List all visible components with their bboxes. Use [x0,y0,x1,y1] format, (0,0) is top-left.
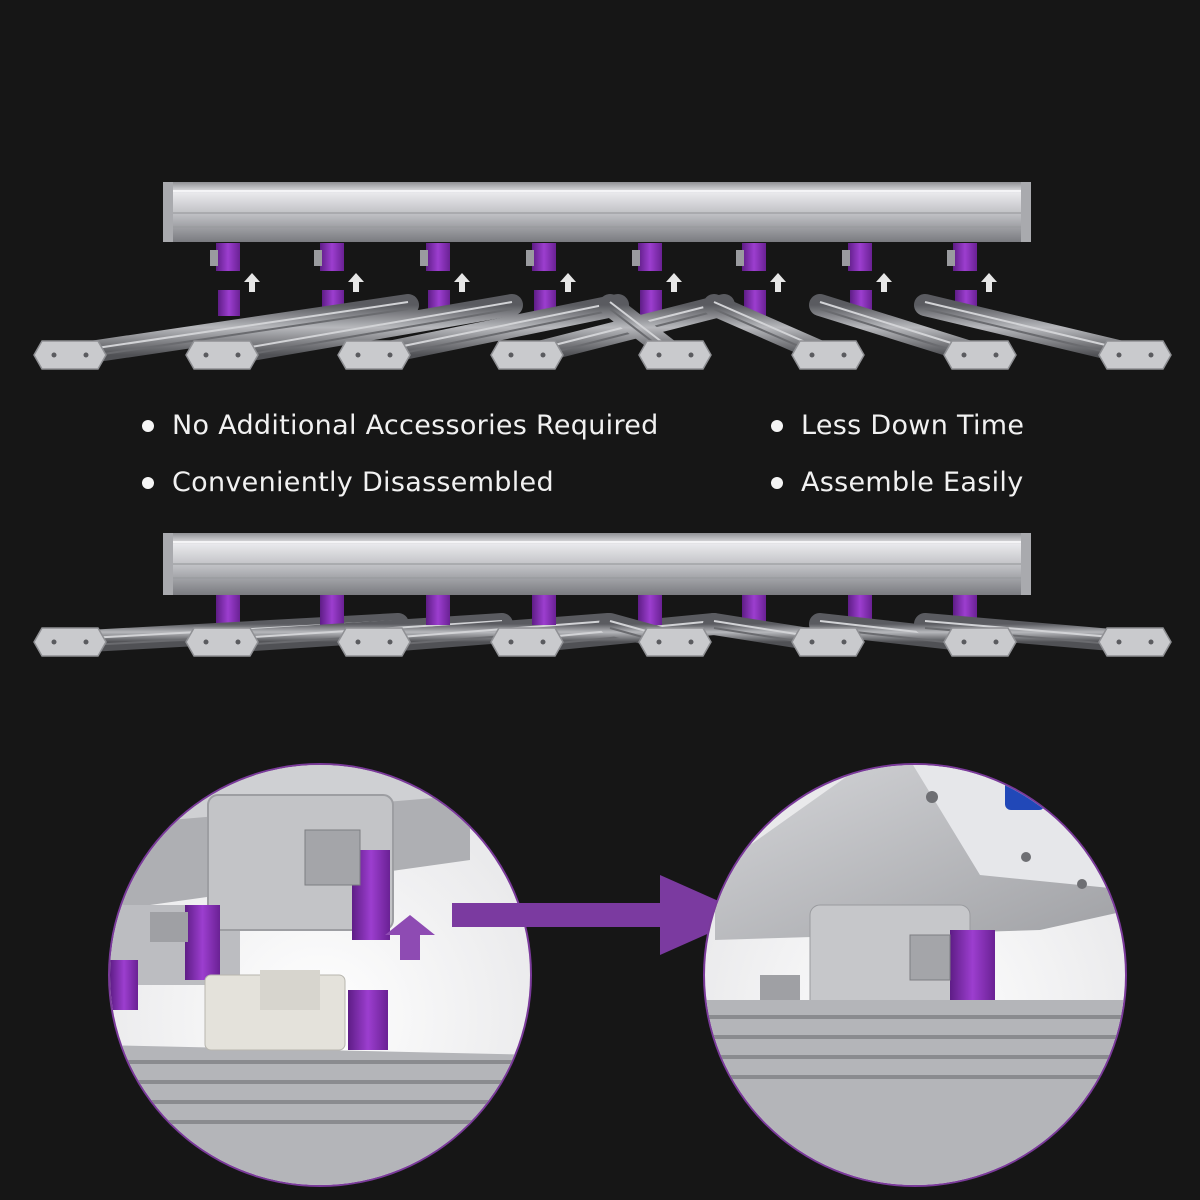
connector-upper [953,243,977,271]
bottom-assembly [163,533,1031,595]
connector-upper [216,243,240,271]
connector-lower [640,290,662,316]
assembled-light-bars [33,595,1172,657]
connector [426,595,450,625]
end-cap [185,627,259,657]
arrow-up-icon [876,273,892,292]
end-cap [1098,627,1172,657]
light-bar [59,294,419,366]
light-bar [914,294,1146,366]
detail-before [108,763,532,1187]
top-light-bars [33,294,1172,370]
arrow-up-icon [454,273,470,292]
end-cap [33,627,107,657]
end-cap [638,627,712,657]
connector [638,595,662,625]
arrow-up-icon [560,273,576,292]
arrow-right-icon [452,875,750,955]
arrow-up-icon [348,273,364,292]
connector-upper [638,243,662,271]
connector-upper [742,243,766,271]
end-cap [33,340,107,370]
arrow-up-icon [770,273,786,292]
detail-after [703,763,1127,1187]
end-cap [791,627,865,657]
connector-upper [426,243,450,271]
arrow-up-icon [981,273,997,292]
arrow-up-icon [244,273,260,292]
connector [532,595,556,625]
arrow-up-icon [385,915,435,960]
connector-upper [848,243,872,271]
end-cap [1098,340,1172,370]
connector-upper [532,243,556,271]
top-connectors [210,243,997,316]
end-cap [943,340,1017,370]
end-cap [638,340,712,370]
connector [216,595,240,625]
end-cap [943,627,1017,657]
light-bar [363,294,629,366]
connector-lower [218,290,240,316]
arrow-up-icon [666,273,682,292]
end-cap [337,627,411,657]
end-cap [490,340,564,370]
top-assembly-exploded [163,182,1031,242]
light-bar [211,294,523,366]
end-cap [791,340,865,370]
end-cap [185,340,259,370]
connector-upper [320,243,344,271]
end-cap [337,340,411,370]
end-cap [490,627,564,657]
connector [320,595,344,625]
